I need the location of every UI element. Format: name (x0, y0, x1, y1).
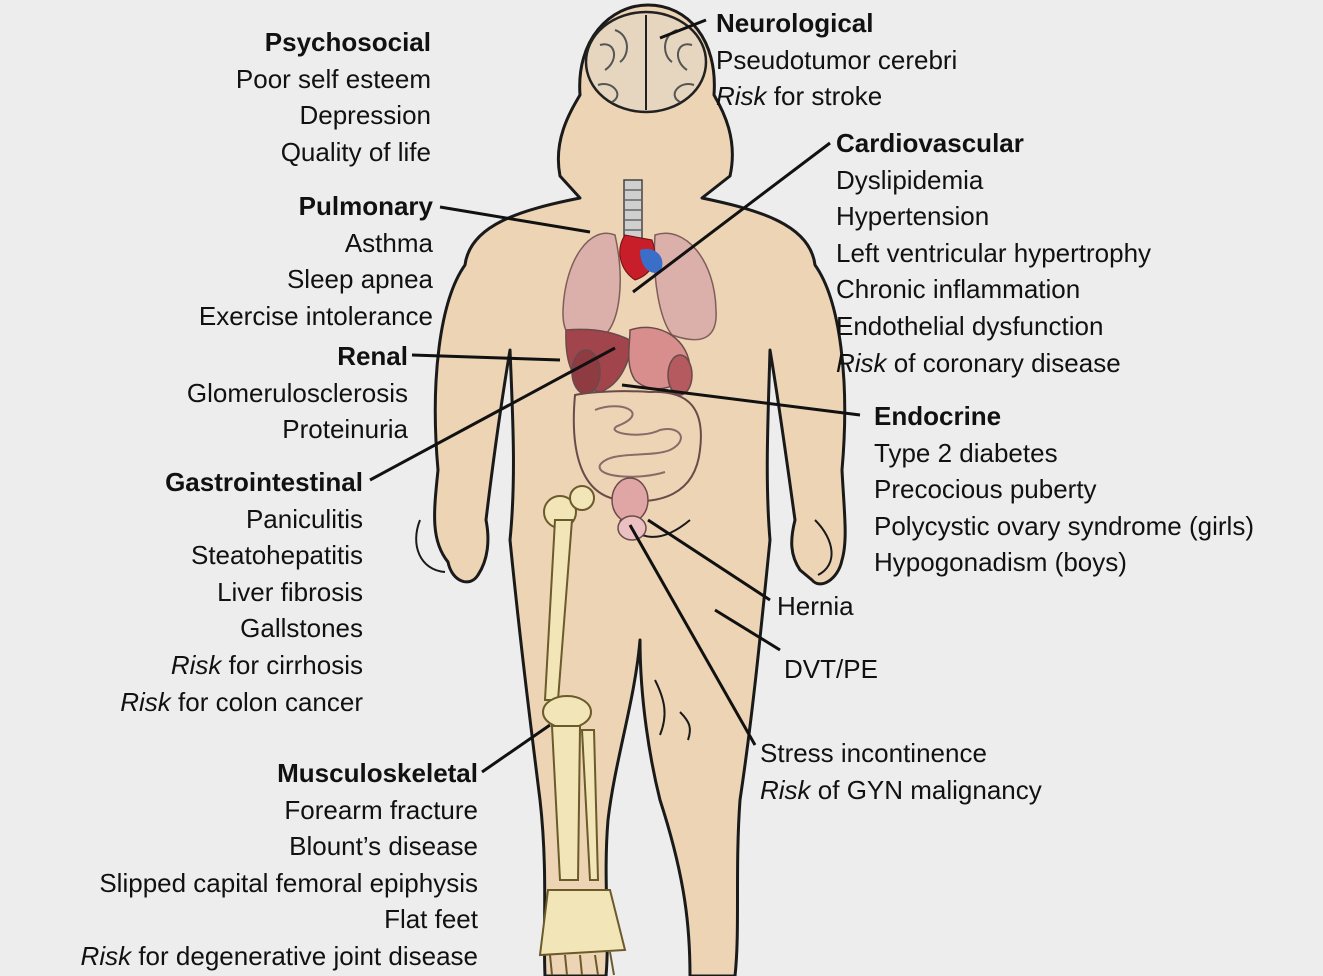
pulmonary-item: Exercise intolerance (199, 298, 433, 335)
neurological-item-text: for stroke (767, 81, 883, 111)
trachea (624, 180, 642, 240)
group-musculoskeletal: MusculoskeletalForearm fractureBlount’s … (81, 755, 478, 975)
gastrointestinal-title: Gastrointestinal (120, 464, 363, 501)
hernia-item: Hernia (777, 588, 854, 625)
gastrointestinal-item-text: Paniculitis (246, 504, 363, 534)
endocrine-item: Precocious puberty (874, 471, 1254, 508)
psychosocial-item-text: Poor self esteem (236, 64, 431, 94)
risk-label: Risk (171, 650, 222, 680)
musculoskeletal-item: Slipped capital femoral epiphysis (81, 865, 478, 902)
musculoskeletal-item-text: Flat feet (384, 904, 478, 934)
gastrointestinal-item: Steatohepatitis (120, 537, 363, 574)
cardiovascular-item: Left ventricular hypertrophy (836, 235, 1151, 272)
cardiovascular-item: Dyslipidemia (836, 162, 1151, 199)
risk-label: Risk (760, 775, 811, 805)
psychosocial-item: Quality of life (236, 134, 431, 171)
group-gyn: Stress incontinenceRisk of GYN malignanc… (760, 735, 1042, 808)
musculoskeletal-item: Risk for degenerative joint disease (81, 938, 478, 975)
endocrine-item-text: Type 2 diabetes (874, 438, 1058, 468)
pulmonary-title: Pulmonary (199, 188, 433, 225)
group-cardiovascular: CardiovascularDyslipidemiaHypertensionLe… (836, 125, 1151, 381)
cardiovascular-item-text: Endothelial dysfunction (836, 311, 1103, 341)
risk-label: Risk (716, 81, 767, 111)
gastrointestinal-item-text: for cirrhosis (221, 650, 363, 680)
gastrointestinal-item: Risk for cirrhosis (120, 647, 363, 684)
group-renal: RenalGlomerulosclerosisProteinuria (187, 338, 408, 448)
gyn-item-text: of GYN malignancy (811, 775, 1042, 805)
group-gastrointestinal: GastrointestinalPaniculitisSteatohepatit… (120, 464, 363, 720)
endocrine-title: Endocrine (874, 398, 1254, 435)
pulmonary-item: Sleep apnea (199, 261, 433, 298)
renal-title: Renal (187, 338, 408, 375)
gyn-item: Stress incontinence (760, 735, 1042, 772)
gastrointestinal-item: Liver fibrosis (120, 574, 363, 611)
group-neurological: NeurologicalPseudotumor cerebriRisk for … (716, 5, 957, 115)
endocrine-item: Hypogonadism (boys) (874, 544, 1254, 581)
psychosocial-item-text: Depression (299, 100, 431, 130)
musculoskeletal-item-text: Blount’s disease (289, 831, 478, 861)
risk-label: Risk (836, 348, 887, 378)
gyn-item: Risk of GYN malignancy (760, 772, 1042, 809)
musculoskeletal-title: Musculoskeletal (81, 755, 478, 792)
neurological-item-text: Pseudotumor cerebri (716, 45, 957, 75)
musculoskeletal-item: Flat feet (81, 901, 478, 938)
cardiovascular-item-text: Dyslipidemia (836, 165, 983, 195)
group-endocrine: EndocrineType 2 diabetesPrecocious puber… (874, 398, 1254, 581)
cardiovascular-item-text: Hypertension (836, 201, 989, 231)
group-hernia: Hernia (777, 588, 854, 625)
cardiovascular-title: Cardiovascular (836, 125, 1151, 162)
musculoskeletal-item-text: for degenerative joint disease (131, 941, 478, 971)
neurological-title: Neurological (716, 5, 957, 42)
dvt-item-text: DVT/PE (784, 654, 878, 684)
musculoskeletal-item-text: Slipped capital femoral epiphysis (99, 868, 478, 898)
gastrointestinal-item-text: Liver fibrosis (217, 577, 363, 607)
musculoskeletal-item: Forearm fracture (81, 792, 478, 829)
cardiovascular-item: Risk of coronary disease (836, 345, 1151, 382)
cardiovascular-item: Chronic inflammation (836, 271, 1151, 308)
gastrointestinal-item-text: Gallstones (240, 613, 363, 643)
cardiovascular-item: Hypertension (836, 198, 1151, 235)
group-pulmonary: PulmonaryAsthmaSleep apneaExercise intol… (199, 188, 433, 334)
gastrointestinal-item: Paniculitis (120, 501, 363, 538)
gastrointestinal-item: Risk for colon cancer (120, 684, 363, 721)
endocrine-item: Polycystic ovary syndrome (girls) (874, 508, 1254, 545)
endocrine-item-text: Polycystic ovary syndrome (girls) (874, 511, 1254, 541)
cardiovascular-item: Endothelial dysfunction (836, 308, 1151, 345)
gastrointestinal-item-text: for colon cancer (171, 687, 363, 717)
endocrine-item-text: Precocious puberty (874, 474, 1097, 504)
neurological-item: Risk for stroke (716, 78, 957, 115)
psychosocial-title: Psychosocial (236, 24, 431, 61)
neurological-item: Pseudotumor cerebri (716, 42, 957, 79)
cardiovascular-item-text: Chronic inflammation (836, 274, 1080, 304)
risk-label: Risk (81, 941, 132, 971)
psychosocial-item: Depression (236, 97, 431, 134)
psychosocial-item-text: Quality of life (281, 137, 431, 167)
renal-item: Proteinuria (187, 411, 408, 448)
gastrointestinal-item: Gallstones (120, 610, 363, 647)
renal-item-text: Proteinuria (282, 414, 408, 444)
pulmonary-item-text: Asthma (345, 228, 433, 258)
pulmonary-item: Asthma (199, 225, 433, 262)
pulmonary-item-text: Sleep apnea (287, 264, 433, 294)
cardiovascular-item-text: of coronary disease (887, 348, 1121, 378)
musculoskeletal-item: Blount’s disease (81, 828, 478, 865)
cardiovascular-item-text: Left ventricular hypertrophy (836, 238, 1151, 268)
endocrine-item-text: Hypogonadism (boys) (874, 547, 1127, 577)
group-dvt: DVT/PE (784, 651, 878, 688)
dvt-item: DVT/PE (784, 651, 878, 688)
hernia-item-text: Hernia (777, 591, 854, 621)
gyn-item-text: Stress incontinence (760, 738, 987, 768)
renal-item-text: Glomerulosclerosis (187, 378, 408, 408)
gastrointestinal-item-text: Steatohepatitis (191, 540, 363, 570)
endocrine-item: Type 2 diabetes (874, 435, 1254, 472)
psychosocial-item: Poor self esteem (236, 61, 431, 98)
risk-label: Risk (120, 687, 171, 717)
pulmonary-item-text: Exercise intolerance (199, 301, 433, 331)
renal-item: Glomerulosclerosis (187, 375, 408, 412)
group-psychosocial: PsychosocialPoor self esteemDepressionQu… (236, 24, 431, 170)
musculoskeletal-item-text: Forearm fracture (284, 795, 478, 825)
